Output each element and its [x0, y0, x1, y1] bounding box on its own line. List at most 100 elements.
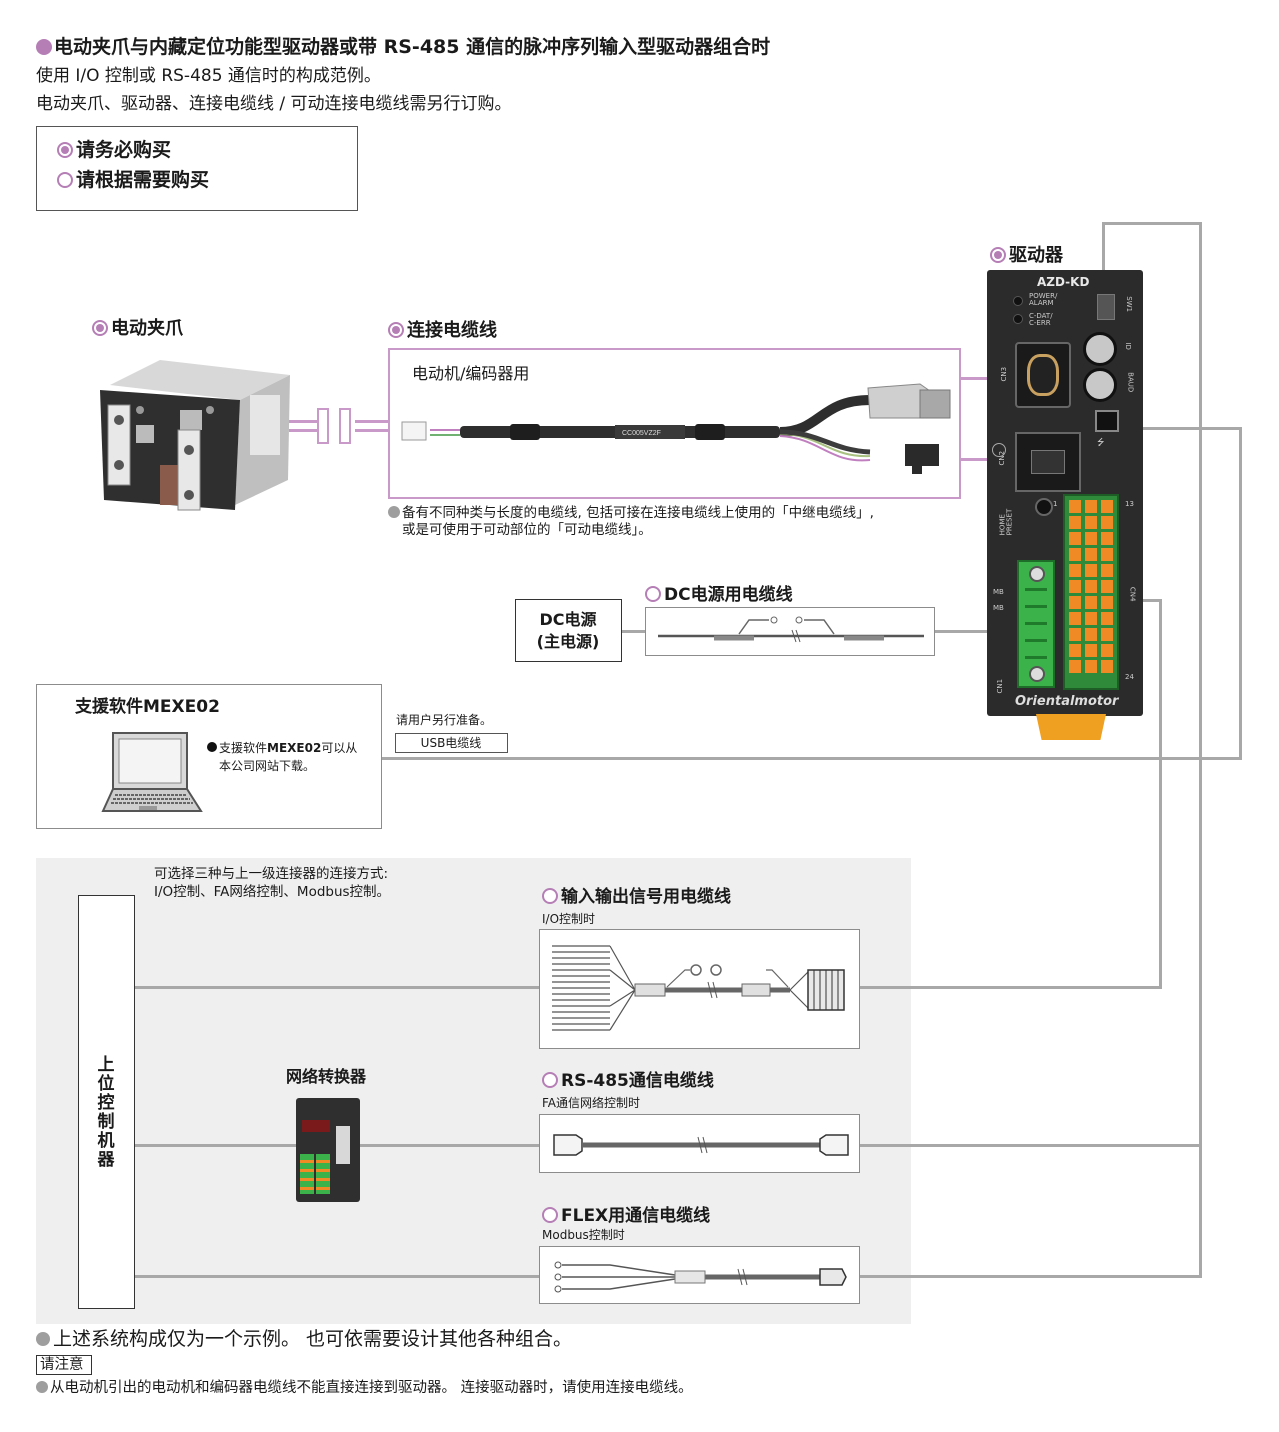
- flex-cable-box: [539, 1246, 860, 1304]
- connector-line: [1159, 599, 1162, 989]
- software-note-1: 支援软件MEXE02可以从: [207, 741, 357, 755]
- connection-cable-label: 连接电缆线: [388, 320, 497, 342]
- converter-label: 网络转换器: [286, 1067, 367, 1086]
- required-icon: [57, 142, 73, 158]
- connector-line: [1199, 222, 1202, 1278]
- cn3-connector: [1015, 342, 1071, 408]
- cn1-terminal-block: [1017, 560, 1055, 688]
- dc-power-line-2: (主电源): [536, 632, 600, 651]
- ground-icon: [992, 443, 1006, 457]
- driver-label: 驱动器: [990, 245, 1063, 267]
- connection-cable-image: CC005VZ2F: [401, 383, 951, 474]
- dc-power-line-1: DC电源: [539, 610, 597, 629]
- connector-line: [1117, 427, 1242, 430]
- software-note-2: 本公司网站下载。: [219, 759, 316, 773]
- optional-icon: [542, 1207, 558, 1223]
- terminal-screw-icon: [1029, 566, 1045, 582]
- bullet-icon: [36, 1381, 48, 1393]
- driver-brand: Orientalmotor: [1015, 694, 1119, 709]
- cn3-tag: CN3: [1000, 366, 1009, 382]
- gripper-label: 电动夹爪: [92, 318, 183, 340]
- mb-tag-2: MB: [993, 604, 1004, 612]
- required-icon: [388, 322, 404, 338]
- io-cable-image: [552, 945, 845, 1031]
- cn4-terminal-block: [1063, 494, 1119, 690]
- converter-label-plate: [336, 1126, 350, 1164]
- dc-cable-image: [658, 616, 924, 643]
- network-converter-image: [296, 1098, 360, 1202]
- legend-box: 请务必购买 请根据需要购买: [36, 126, 358, 211]
- connector-line: [1102, 222, 1202, 225]
- pin-1-tag: 1: [1053, 500, 1058, 508]
- flex-line: [134, 1275, 540, 1278]
- connector-line: [1102, 222, 1105, 272]
- optional-icon: [57, 172, 73, 188]
- purple-line: [289, 429, 319, 432]
- required-icon: [990, 247, 1006, 263]
- rs485-cable-box: [539, 1114, 860, 1173]
- upper-controller-label: 上位控制机器: [97, 1055, 115, 1170]
- connection-cable-note-2: 或是可使用于可动部位的「可动电缆线」。: [402, 522, 652, 538]
- subtitle-line-2: 电动夹爪、驱动器、连接电缆线 / 可动连接电缆线需另行订购。: [36, 94, 512, 114]
- caution-text: 从电动机引出的电动机和编码器电缆线不能直接连接到驱动器。 连接驱动器时，请使用连…: [36, 1380, 693, 1397]
- upper-desc-2: I/O控制、FA网络控制、Modbus控制。: [154, 884, 391, 900]
- bullet-icon: [36, 39, 52, 55]
- flex-line: [859, 1275, 1202, 1278]
- bullet-icon: [36, 1332, 50, 1346]
- sw1-tag: SW1: [1125, 296, 1134, 313]
- io-line: [859, 986, 1162, 989]
- led-icon: [1013, 296, 1023, 306]
- led-label-cdat: C-DAT/ C-ERR: [1029, 312, 1053, 327]
- dc-power-box: DC电源 (主电源): [515, 599, 622, 662]
- cable-break-mark: [317, 408, 329, 444]
- software-title: 支援软件MEXE02: [75, 697, 220, 717]
- connection-cable-note-1: 备有不同种类与长度的电缆线, 包括可接在连接电缆线上使用的「中继电缆线」,: [388, 505, 874, 521]
- usb-cable-label: USB电缆线: [420, 736, 482, 750]
- dc-line: [934, 630, 994, 633]
- usb-line: [381, 757, 1242, 760]
- cn2-connector: [1015, 432, 1081, 492]
- pin-24-tag: 24: [1125, 673, 1134, 681]
- home-preset-button: [1035, 498, 1053, 516]
- rs485-cable-sub: FA通信网络控制时: [542, 1096, 641, 1110]
- usb-symbol-icon: ⭍: [1097, 438, 1105, 448]
- required-icon: [92, 320, 108, 336]
- connection-cable-usage: 电动机/编码器用: [412, 364, 530, 383]
- io-line: [134, 986, 540, 989]
- driver-model: AZD-KD: [1037, 275, 1090, 289]
- legend-optional: 请根据需要购买: [57, 169, 209, 192]
- purple-line: [355, 420, 389, 423]
- legend-required: 请务必购买: [57, 139, 171, 162]
- terminal-pins: [1069, 500, 1113, 673]
- page-title: 电动夹爪与内藏定位功能型驱动器或带 RS-485 通信的脉冲序列输入型驱动器组合…: [36, 36, 770, 59]
- cn2-socket: [1031, 450, 1065, 474]
- svg-text:CC005VZ2F: CC005VZ2F: [622, 430, 661, 437]
- subtitle-line-1: 使用 I/O 控制或 RS-485 通信时的构成范例。: [36, 66, 381, 86]
- flex-cable-sub: Modbus控制时: [542, 1228, 625, 1242]
- usb-prepare-note: 请用户另行准备。: [396, 713, 493, 727]
- rs485-cable-image: [553, 1134, 849, 1156]
- flex-cable-label: FLEX用通信电缆线: [542, 1206, 710, 1226]
- terminal-slots: [1025, 588, 1047, 660]
- converter-terminal: [316, 1154, 330, 1194]
- cn1-tag: CN1: [996, 678, 1005, 694]
- bullet-icon: [207, 742, 217, 752]
- din-clip: [1036, 714, 1106, 740]
- baud-rotary-switch: [1083, 368, 1117, 402]
- laptop-image: [101, 732, 203, 812]
- converter-display: [302, 1120, 330, 1132]
- dip-switch: [1097, 294, 1115, 320]
- io-cable-sub: I/O控制时: [542, 912, 596, 926]
- terminal-screw-icon: [1029, 666, 1045, 682]
- optional-icon: [542, 1072, 558, 1088]
- led-icon: [1013, 314, 1023, 324]
- usb-cable-box: USB电缆线: [395, 733, 508, 753]
- io-cable-label: 输入输出信号用电缆线: [542, 887, 731, 907]
- led-label-power: POWER/ ALARM: [1029, 292, 1058, 307]
- converter-terminal: [300, 1154, 314, 1194]
- io-cable-box: [539, 929, 860, 1049]
- connector-line: [1239, 427, 1242, 760]
- dc-cable-label: DC电源用电缆线: [645, 585, 793, 605]
- optional-icon: [645, 586, 661, 602]
- caution-tag-box: 请注意: [36, 1355, 92, 1375]
